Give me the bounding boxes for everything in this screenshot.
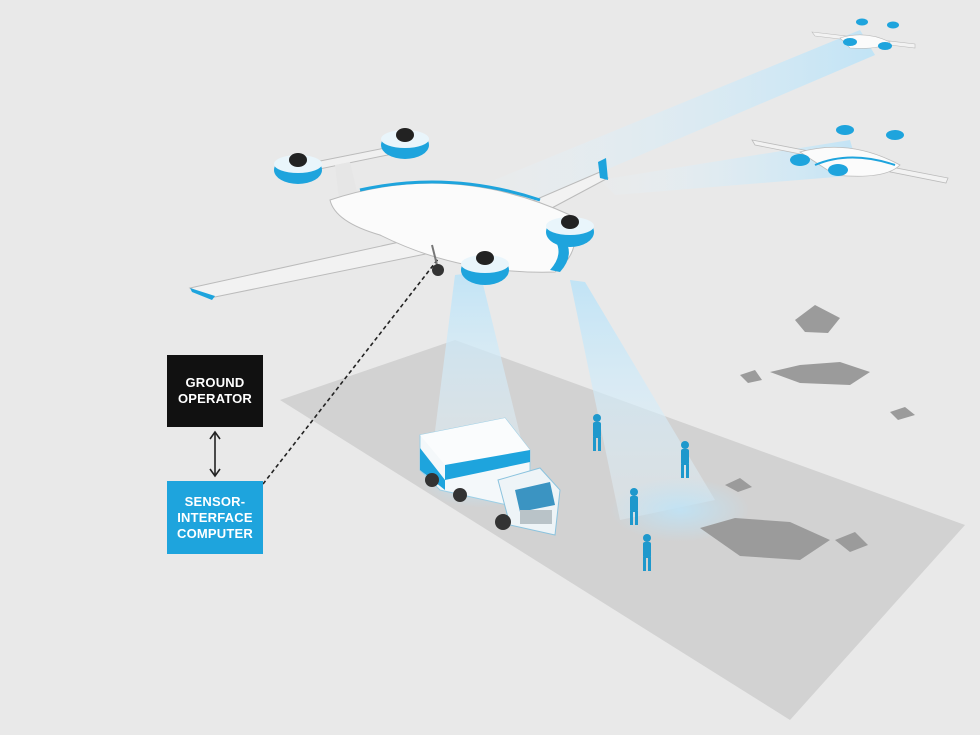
drone-icon <box>188 128 609 300</box>
sensor-beam-icon <box>570 280 715 520</box>
drone-icon <box>811 18 916 50</box>
sensor-beam-icon <box>470 30 875 215</box>
sensor-interface-computer-box: SENSOR- INTERFACE COMPUTER <box>167 481 263 554</box>
double-arrow-icon <box>209 430 221 478</box>
rock-icon <box>700 305 915 560</box>
person-icon <box>593 414 689 571</box>
ground-operator-box: GROUND OPERATOR <box>167 355 263 427</box>
drone-icon <box>751 125 949 184</box>
sensor-beam-icon <box>600 140 860 195</box>
truck-icon <box>419 417 561 536</box>
